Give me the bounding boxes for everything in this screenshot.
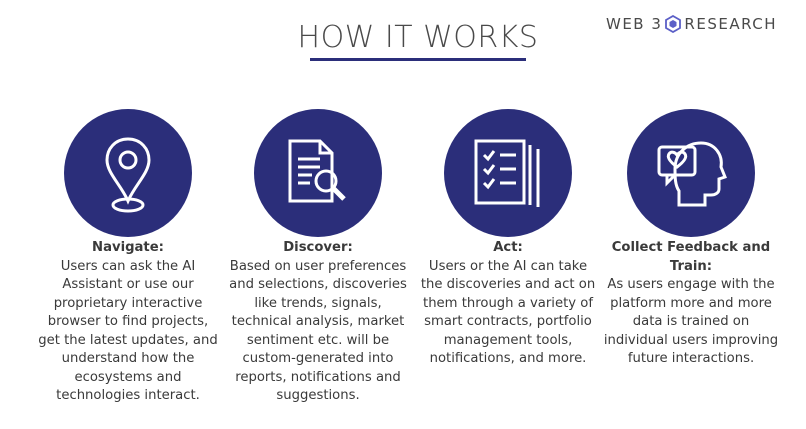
step-description: As users engage with the platform more a… — [603, 277, 779, 366]
location-pin-icon — [105, 137, 151, 213]
document-search-icon — [288, 139, 346, 203]
step-description: Users can ask the AI Assistant or use ou… — [38, 258, 218, 404]
brand-logo: WEB 3 RESEARCH — [606, 14, 777, 34]
step-icon-circle — [64, 109, 192, 237]
title-underline — [310, 58, 526, 61]
head-heart-icon — [657, 141, 727, 207]
step-icon-circle — [444, 109, 572, 237]
step-discover: Discover: Based on user preferences and … — [227, 239, 409, 406]
logo-text-web3: WEB 3 — [606, 15, 663, 33]
hexagon-logo-icon — [665, 15, 682, 33]
step-navigate: Navigate: Users can ask the AI Assistant… — [37, 239, 219, 406]
step-description: Users or the AI can take the discoveries… — [420, 258, 596, 367]
step-heading: Navigate: — [92, 240, 164, 255]
page-title: HOW IT WORKS — [297, 20, 539, 55]
step-icon-circle — [627, 109, 755, 237]
step-heading: Discover: — [283, 240, 353, 255]
step-heading: Collect Feedback and Train: — [611, 240, 771, 274]
logo-text-research: RESEARCH — [684, 15, 778, 33]
checklist-icon — [474, 139, 540, 207]
step-description: Based on user preferences and selections… — [229, 258, 407, 404]
step-act: Act: Users or the AI can take the discov… — [417, 239, 599, 369]
step-heading: Act: — [493, 240, 523, 255]
step-collect-feedback: Collect Feedback and Train: As users eng… — [600, 239, 782, 369]
step-icon-circle — [254, 109, 382, 237]
